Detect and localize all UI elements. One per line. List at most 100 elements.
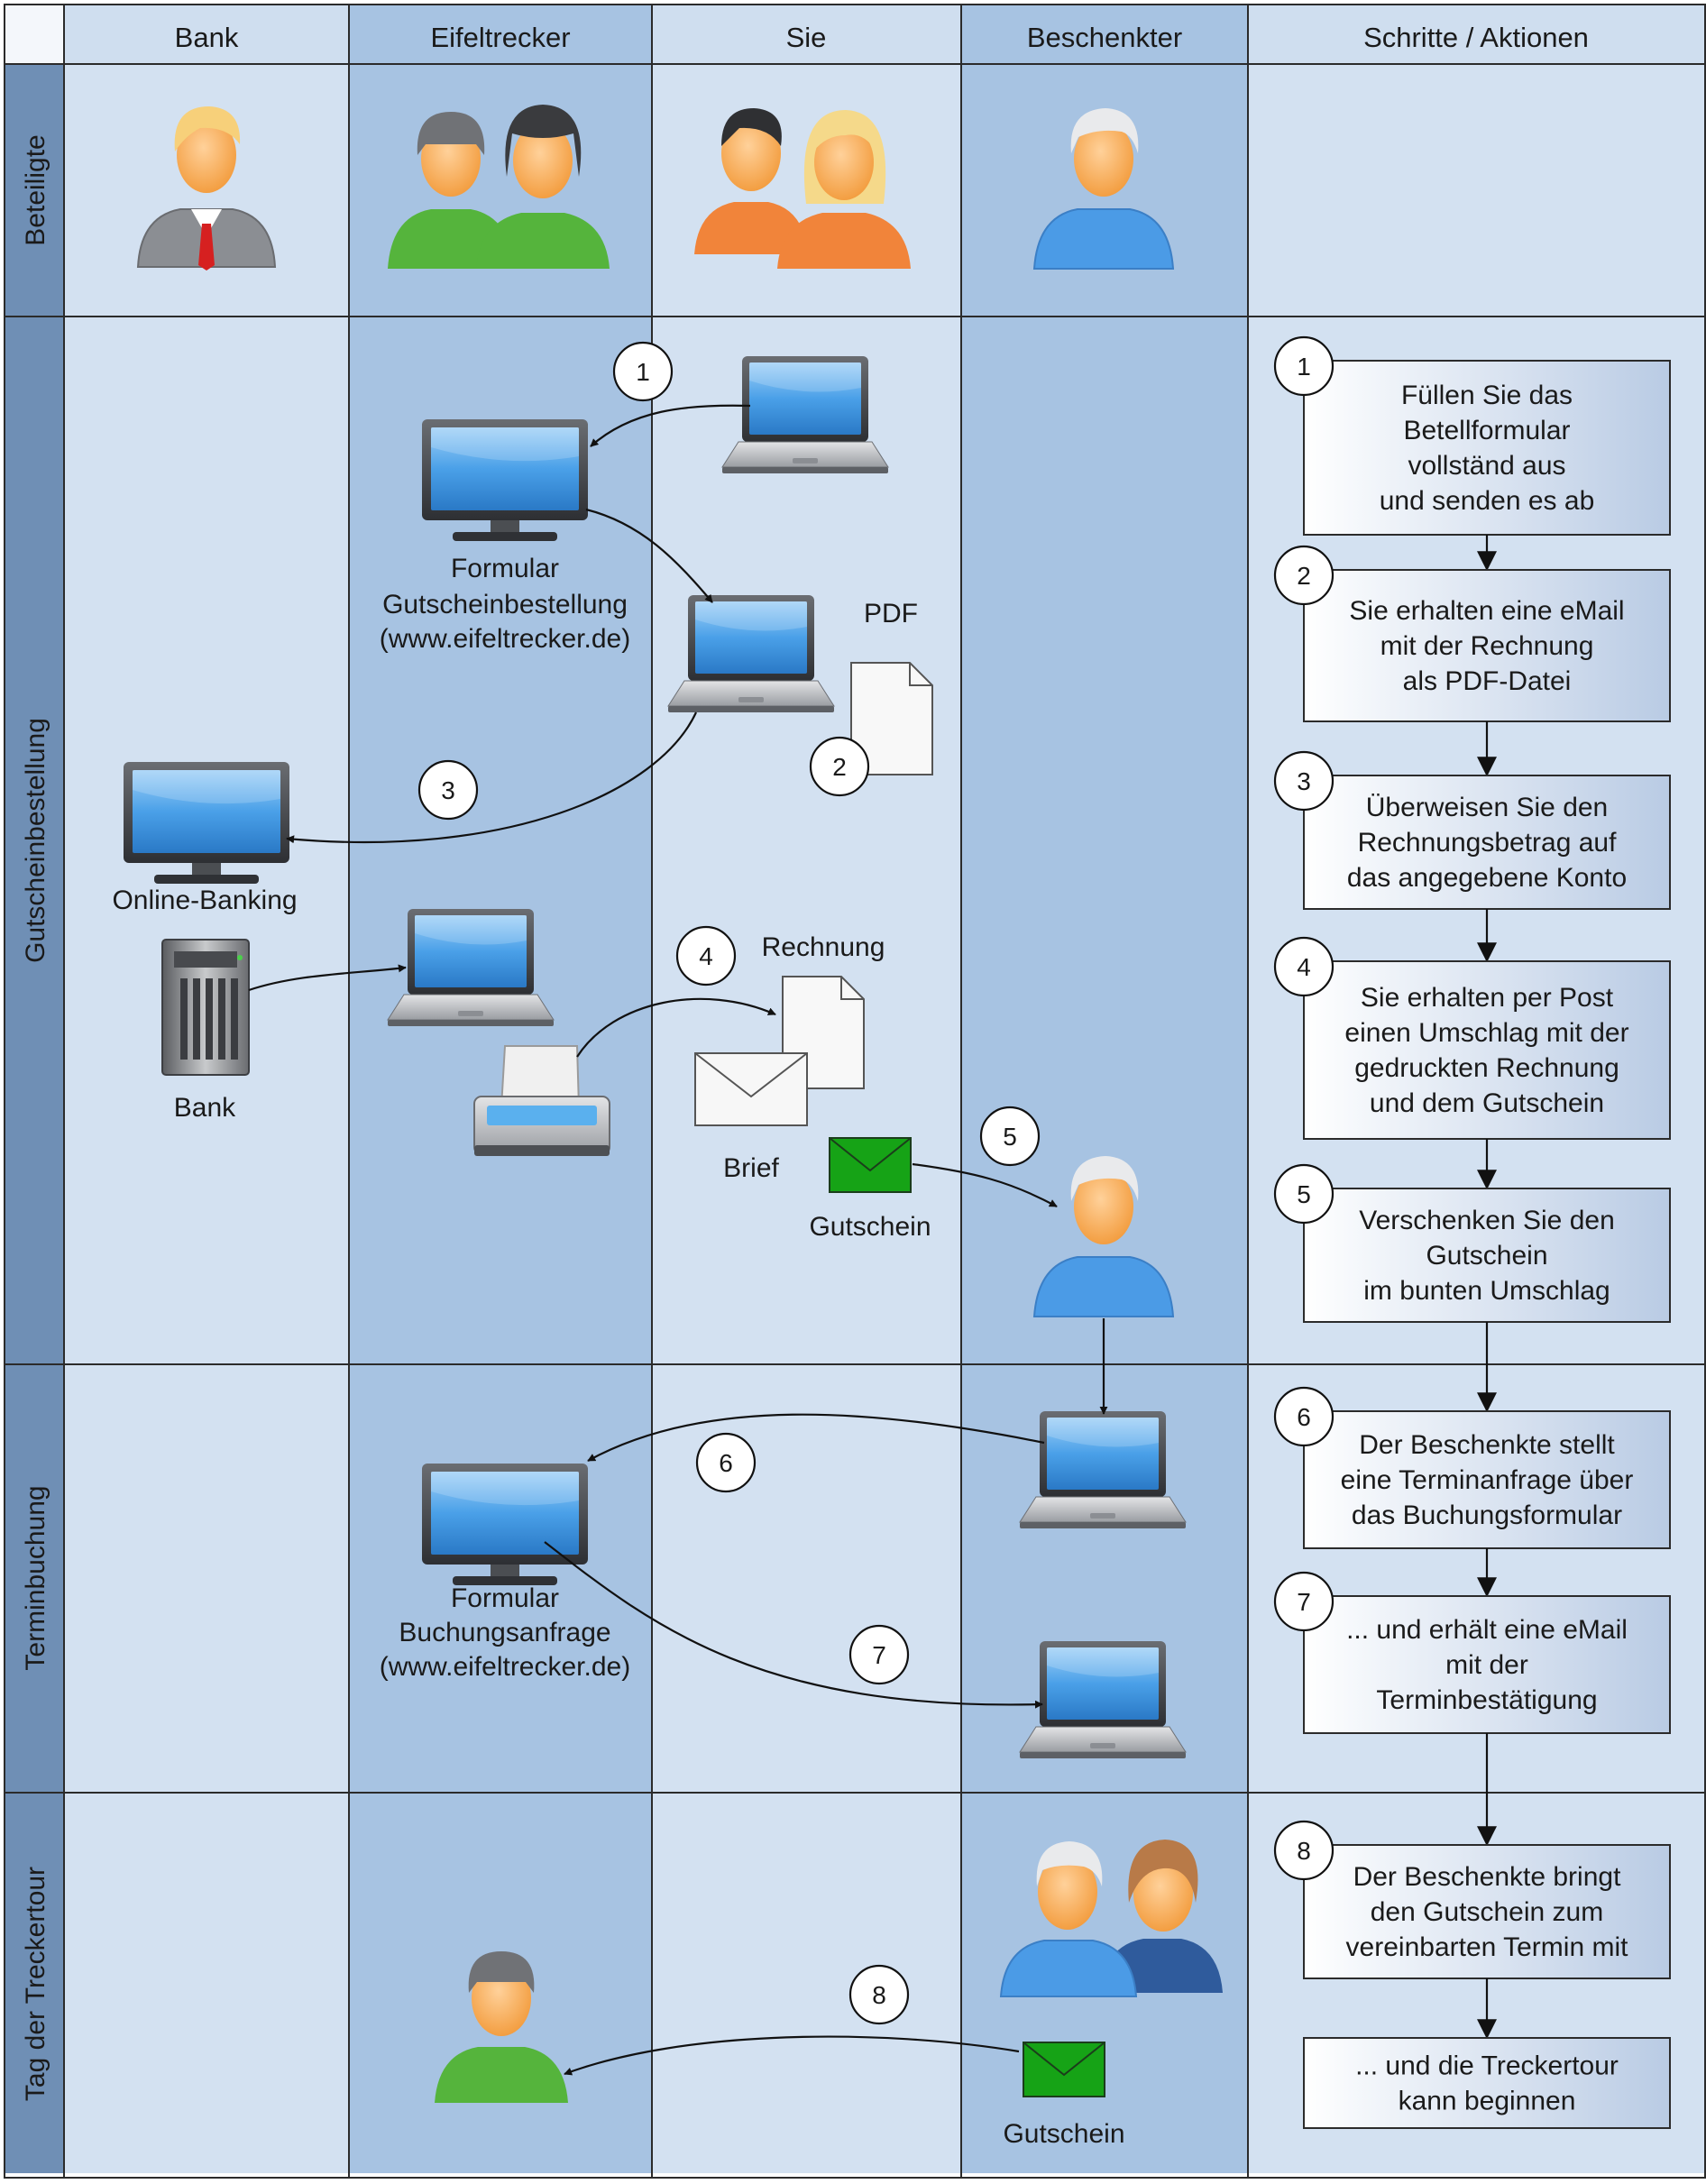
online-banking-label: Online-Banking <box>112 886 297 915</box>
row-header-beteiligte: Beteiligte <box>21 134 50 245</box>
step-number-badge-6: 6 <box>1273 1386 1335 1447</box>
step-9-line-1: ... und die Treckertour <box>1355 2051 1619 2081</box>
svg-text:4: 4 <box>1297 953 1311 981</box>
step-7-line-3: Terminbestätigung <box>1376 1685 1597 1715</box>
brief-envelope-icon <box>694 1052 808 1126</box>
svg-text:1: 1 <box>636 358 650 386</box>
svg-text:1: 1 <box>1297 353 1311 381</box>
svg-text:2: 2 <box>1297 562 1311 590</box>
step-number-badge-8: 8 <box>1273 1820 1335 1881</box>
row-headers: Beteiligte Gutscheinbestellung Terminbuc… <box>21 134 50 2101</box>
step-9-line-2: kann beginnen <box>1399 2087 1576 2116</box>
diagram-step-badges: 1 2 3 4 5 6 7 8 <box>417 341 1041 2025</box>
step-6-line-3: das Buchungsformular <box>1352 1500 1622 1530</box>
column-header-schritte: Schritte / Aktionen <box>1363 22 1589 53</box>
step-8-line-1: Der Beschenkte bringt <box>1353 1862 1621 1892</box>
svg-text:5: 5 <box>1003 1123 1017 1151</box>
sie-laptop-icon <box>721 355 889 474</box>
step-2-line-2: mit der Rechnung <box>1380 631 1594 661</box>
step-4-line-3: gedruckten Rechnung <box>1354 1053 1619 1083</box>
svg-text:2: 2 <box>832 753 847 781</box>
flow-arrows <box>248 404 1108 2076</box>
svg-text:7: 7 <box>872 1641 886 1669</box>
badge-5: 5 <box>979 1106 1041 1167</box>
step-6-line-2: eine Terminanfrage über <box>1341 1465 1634 1495</box>
step-7-line-1: ... und erhält eine eMail <box>1346 1615 1628 1645</box>
pdf-label: PDF <box>864 599 918 629</box>
formular-gutschein-label-2: Gutscheinbestellung <box>382 590 628 619</box>
badge-1: 1 <box>612 341 674 402</box>
column-header-beschenkter: Beschenkter <box>1027 22 1182 53</box>
step-box-9: ... und die Treckertour kann beginnen <box>1303 2037 1671 2129</box>
step-8-line-3: vereinbarten Termin mit <box>1346 1932 1629 1962</box>
beschenkter-pair-icon <box>999 1840 1223 1997</box>
column-header-bank: Bank <box>175 22 239 53</box>
beschenkter-laptop-request-icon <box>1019 1410 1187 1529</box>
svg-text:6: 6 <box>1297 1403 1311 1431</box>
step-number-badge-5: 5 <box>1273 1163 1335 1225</box>
step-number-badge-2: 2 <box>1273 545 1335 606</box>
svg-text:5: 5 <box>1297 1180 1311 1208</box>
row-header-terminbuchung: Terminbuchung <box>21 1485 50 1670</box>
row-header-tag-der-treckertour: Tag der Treckertour <box>21 1867 50 2101</box>
beschenkter-person-icon <box>1032 108 1175 270</box>
step-4-line-4: und dem Gutschein <box>1370 1088 1604 1118</box>
badge-6: 6 <box>695 1432 757 1493</box>
step-number-badge-3: 3 <box>1273 750 1335 812</box>
column-headers: Bank Eifeltrecker Sie Beschenkter Schrit… <box>175 22 1589 53</box>
badge-8: 8 <box>848 1964 910 2025</box>
step-1-line-1: Füllen Sie das <box>1401 381 1573 410</box>
svg-text:7: 7 <box>1297 1588 1311 1616</box>
step-5-line-1: Verschenken Sie den <box>1359 1206 1615 1235</box>
step-4-line-1: Sie erhalten per Post <box>1361 983 1614 1013</box>
bank-server-icon <box>161 939 250 1076</box>
badge-2: 2 <box>809 736 870 797</box>
gutschein-envelope-icon <box>829 1137 912 1193</box>
step-5-line-2: Gutschein <box>1426 1241 1547 1271</box>
badge-3: 3 <box>417 759 479 821</box>
sie-laptop-pdf-icon <box>667 594 835 713</box>
step-number-badge-4: 4 <box>1273 936 1335 997</box>
step-8-line-2: den Gutschein zum <box>1371 1897 1603 1927</box>
gutschein-day-envelope-icon <box>1023 2042 1105 2097</box>
step-box-4: Sie erhalten per Post einen Umschlag mit … <box>1273 936 1671 1140</box>
step-7-line-2: mit der <box>1445 1650 1528 1680</box>
eifeltrecker-laptop-icon <box>387 908 555 1027</box>
step-4-line-2: einen Umschlag mit der <box>1344 1018 1628 1048</box>
bank-person-icon <box>136 106 277 271</box>
gutschein-day-label: Gutschein <box>1003 2119 1124 2149</box>
badge-4: 4 <box>675 925 737 986</box>
svg-text:3: 3 <box>1297 767 1311 795</box>
rechnung-label: Rechnung <box>762 932 885 962</box>
step-5-line-3: im bunten Umschlag <box>1363 1276 1610 1306</box>
formular-buchung-label-1: Formular <box>451 1583 559 1613</box>
step-2-line-1: Sie erhalten eine eMail <box>1349 596 1624 626</box>
formular-buchung-label-2: Buchungsanfrage <box>399 1618 610 1647</box>
beschenkter-receiver-icon <box>1032 1156 1175 1317</box>
formular-buchung-label-3: (www.eifeltrecker.de) <box>380 1652 630 1682</box>
column-header-eifeltrecker: Eifeltrecker <box>430 22 570 53</box>
svg-text:3: 3 <box>441 776 455 804</box>
svg-text:4: 4 <box>699 942 713 970</box>
beschenkter-laptop-confirm-icon <box>1019 1640 1187 1759</box>
step-box-7: ... und erhält eine eMail mit derTerminbe… <box>1273 1571 1671 1734</box>
step-number-badge-7: 7 <box>1273 1571 1335 1632</box>
step-number-badge-1: 1 <box>1273 335 1335 397</box>
eifeltrecker-driver-icon <box>435 1951 568 2103</box>
svg-text:8: 8 <box>1297 1837 1311 1865</box>
svg-text:6: 6 <box>719 1449 733 1477</box>
step-6-line-1: Der Beschenkte stellt <box>1359 1430 1615 1460</box>
row-header-gutscheinbestellung: Gutscheinbestellung <box>21 718 50 963</box>
step-3-line-2: Rechnungsbetrag auf <box>1358 828 1618 858</box>
bank-label: Bank <box>174 1093 236 1123</box>
step-box-8: Der Beschenkte bringt den Gutschein zum ve… <box>1273 1820 1671 1979</box>
step-3-line-1: Überweisen Sie den <box>1366 793 1609 822</box>
eifeltrecker-persons-icon <box>388 105 610 269</box>
step-1-line-4: und senden es ab <box>1380 486 1595 516</box>
